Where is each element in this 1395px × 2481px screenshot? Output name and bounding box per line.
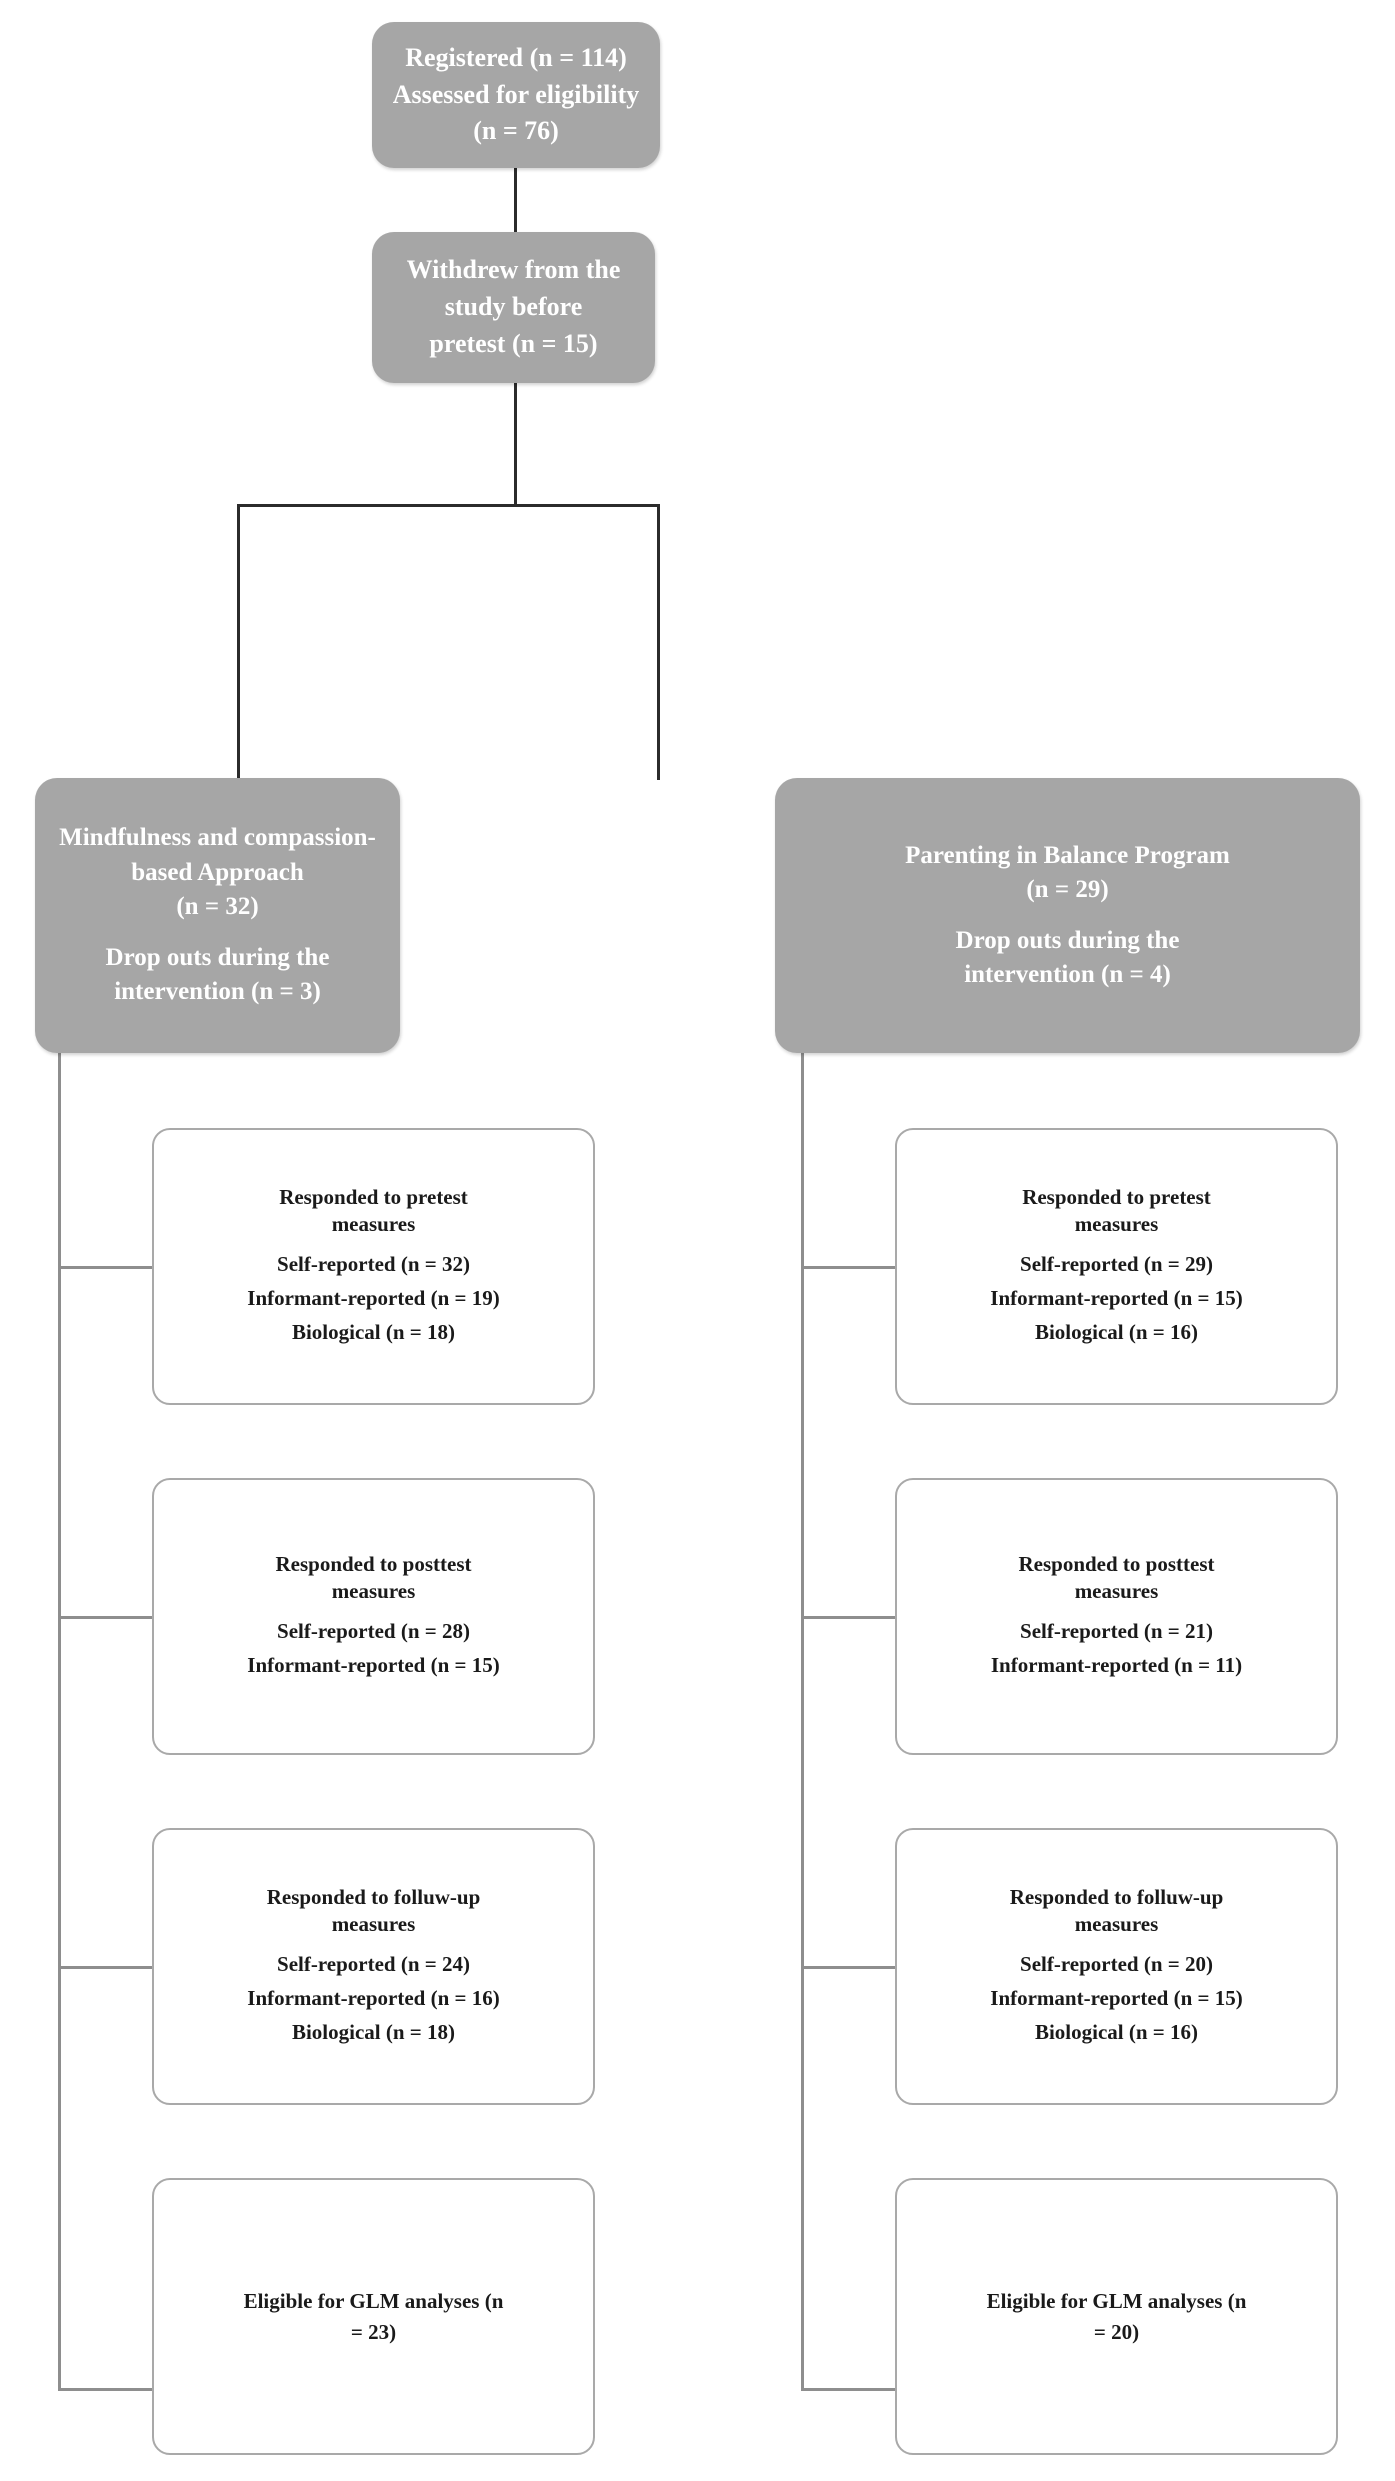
node-posttest-left: Responded to posttest measures Self-repo… [152,1478,595,1755]
node-posttest-right-row2: Informant-reported (n = 11) [990,1652,1243,1677]
node-followup-right-heading: Responded to folluw-up measures [1010,1884,1224,1938]
node-arm-mindfulness-line2: based Approach [131,858,304,886]
node-arm-parenting-line1: Parenting in Balance Program [905,841,1230,869]
rail-left-column [58,1053,61,2390]
node-registered-line3: (n = 76) [473,116,559,146]
node-pretest-right-heading: Responded to pretest measures [1022,1184,1211,1238]
rail-right-to-glm [801,2388,897,2391]
node-pretest-left: Responded to pretest measures Self-repor… [152,1128,595,1405]
node-withdrew-line2: pretest (n = 15) [429,328,598,358]
node-followup-left-row1: Self-reported (n = 24) [277,1951,470,1976]
connector-withdrew-stem [514,383,517,506]
node-withdrew-before-pretest: Withdrew from the study before pretest (… [372,232,655,383]
node-posttest-left-row1: Self-reported (n = 28) [277,1618,470,1643]
rail-right-to-posttest [801,1616,897,1619]
connector-split-left-drop [237,504,240,780]
node-arm-parenting-in-balance: Parenting in Balance Program (n = 29) Dr… [775,778,1360,1053]
node-posttest-left-row2: Informant-reported (n = 15) [247,1652,500,1677]
node-posttest-right-row1: Self-reported (n = 21) [1020,1618,1213,1643]
node-pretest-right-row3: Biological (n = 16) [1034,1319,1199,1344]
node-followup-left-heading: Responded to folluw-up measures [267,1884,481,1938]
node-registered-line2: Assessed for eligibility [392,79,640,109]
node-posttest-right-head1: Responded to posttest [1018,1552,1215,1577]
rail-right-to-followup [801,1966,897,1969]
node-pretest-left-head2: measures [331,1211,416,1236]
node-pretest-left-row2: Informant-reported (n = 19) [247,1285,500,1310]
node-followup-right-head2: measures [1074,1911,1159,1936]
node-glm-left-line1: Eligible for GLM analyses (n [243,2289,504,2314]
node-pretest-left-row1: Self-reported (n = 32) [277,1251,470,1276]
node-pretest-right: Responded to pretest measures Self-repor… [895,1128,1338,1405]
node-glm-right-line1: Eligible for GLM analyses (n [986,2289,1247,2314]
node-followup-right: Responded to folluw-up measures Self-rep… [895,1828,1338,2105]
node-arm-parenting-line2: (n = 29) [1026,876,1109,903]
node-posttest-left-head2: measures [331,1578,416,1603]
rail-left-to-pretest [58,1266,154,1269]
node-glm-left-line2: = 23) [350,2319,397,2344]
node-withdrew-line1: Withdrew from the study before [406,255,621,322]
node-followup-right-row1: Self-reported (n = 20) [1020,1951,1213,1976]
rail-left-to-glm [58,2388,154,2391]
node-pretest-right-row1: Self-reported (n = 29) [1020,1251,1213,1276]
connector-registered-to-withdrew [514,168,517,232]
node-followup-right-row2: Informant-reported (n = 15) [990,1985,1243,2010]
node-followup-left-head1: Responded to folluw-up [266,1885,481,1910]
node-glm-right: Eligible for GLM analyses (n = 20) [895,2178,1338,2455]
node-arm-mindfulness-line4: Drop outs during the [105,943,330,971]
node-posttest-right: Responded to posttest measures Self-repo… [895,1478,1338,1755]
node-arm-mindfulness-line3: (n = 32) [176,893,259,921]
node-followup-left-row3: Biological (n = 18) [291,2019,456,2044]
node-posttest-left-head1: Responded to posttest [275,1552,472,1577]
node-arm-mindfulness-line1: Mindfulness and compassion- [59,824,376,852]
node-arm-parenting-line4: intervention (n = 4) [964,961,1171,988]
node-followup-left-row2: Informant-reported (n = 16) [247,1985,500,2010]
node-pretest-left-head1: Responded to pretest [279,1185,468,1210]
node-pretest-right-head2: measures [1074,1211,1159,1236]
rail-left-to-posttest [58,1616,154,1619]
node-arm-mindfulness-line5: intervention (n = 3) [114,978,321,1006]
node-followup-right-head1: Responded to folluw-up [1009,1885,1224,1910]
node-registered: Registered (n = 114) Assessed for eligib… [372,22,660,168]
node-posttest-left-heading: Responded to posttest measures [275,1551,471,1605]
connector-split-right-drop [657,504,660,780]
rail-right-to-pretest [801,1266,897,1269]
node-pretest-left-row3: Biological (n = 18) [291,1319,456,1344]
node-pretest-right-head1: Responded to pretest [1022,1185,1211,1210]
node-glm-right-line2: = 20) [1093,2319,1140,2344]
node-posttest-right-heading: Responded to posttest measures [1018,1551,1214,1605]
node-arm-mindfulness: Mindfulness and compassion- based Approa… [35,778,400,1053]
node-pretest-right-row2: Informant-reported (n = 15) [990,1285,1243,1310]
node-pretest-left-heading: Responded to pretest measures [279,1184,468,1238]
node-arm-parenting-line3: Drop outs during the [955,926,1180,954]
rail-left-to-followup [58,1966,154,1969]
node-posttest-right-head2: measures [1074,1578,1159,1603]
node-followup-right-row3: Biological (n = 16) [1034,2019,1199,2044]
node-followup-left: Responded to folluw-up measures Self-rep… [152,1828,595,2105]
node-registered-line1: Registered (n = 114) [405,42,627,72]
node-glm-left: Eligible for GLM analyses (n = 23) [152,2178,595,2455]
connector-split-bar [237,504,660,507]
rail-right-column [801,1053,804,2390]
node-followup-left-head2: measures [331,1911,416,1936]
